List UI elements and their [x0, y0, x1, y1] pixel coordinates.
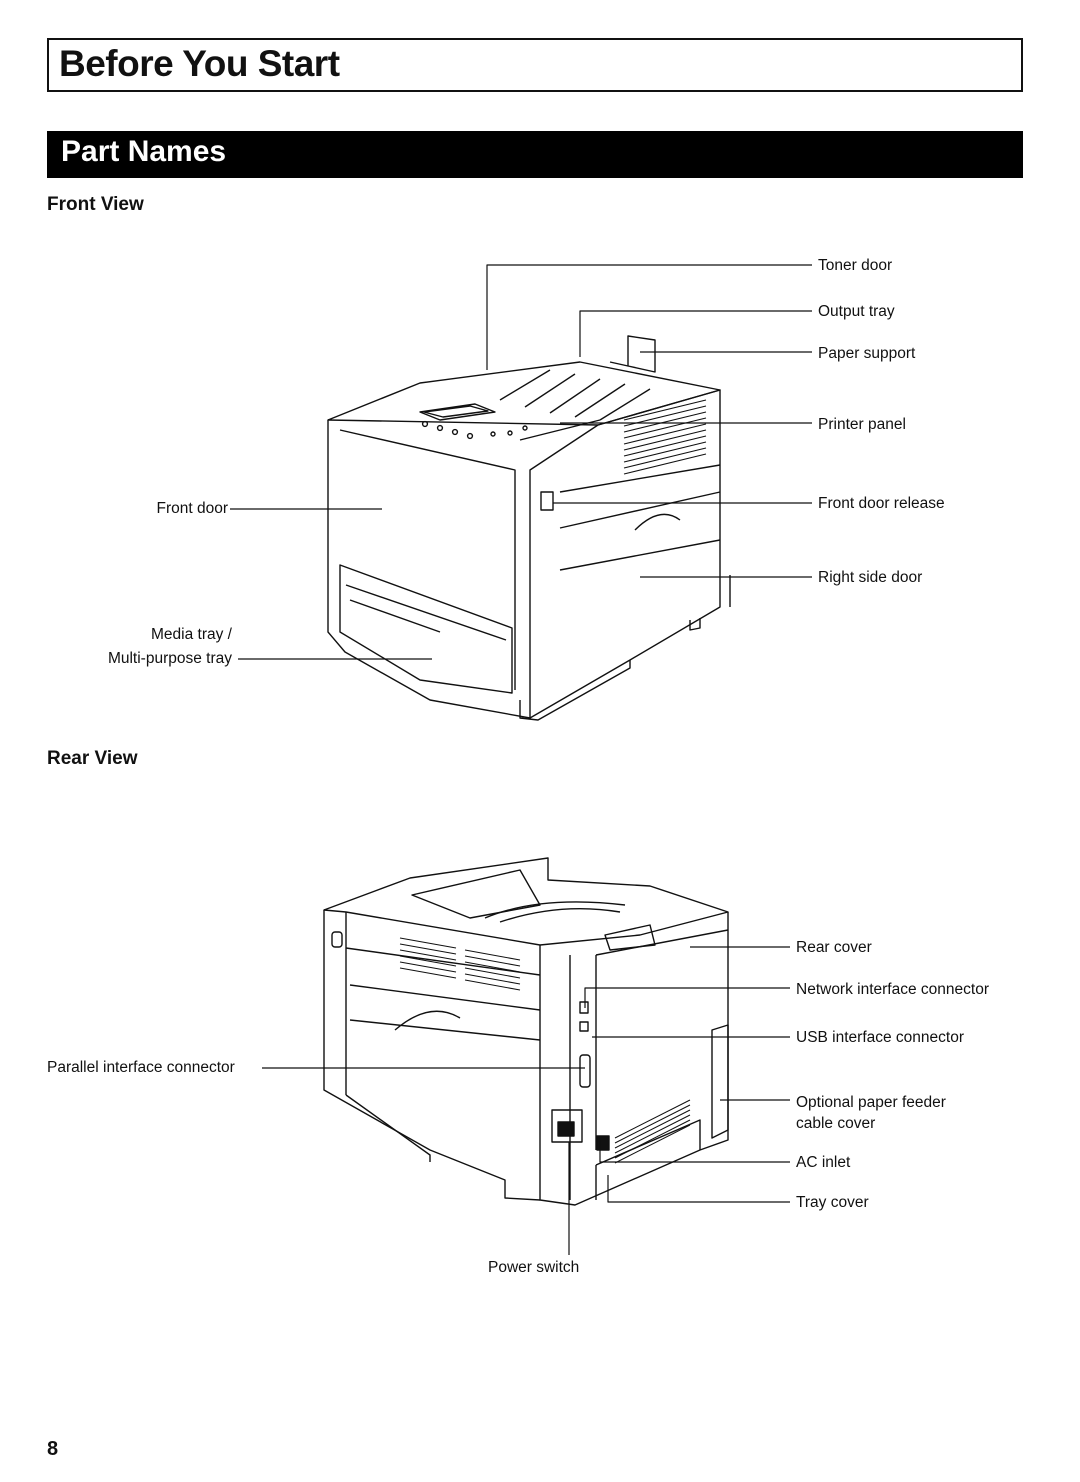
label-ac-inlet: AC inlet: [796, 1154, 851, 1171]
label-printer-panel: Printer panel: [818, 416, 906, 433]
page-title: Before You Start: [59, 43, 340, 84]
page-title-box: Before You Start: [47, 38, 1023, 92]
rear-printer-drawing: [323, 857, 729, 1206]
section-header: Part Names: [47, 131, 1023, 178]
front-printer-drawing: [327, 335, 731, 721]
label-power-switch: Power switch: [488, 1259, 580, 1276]
label-front-door-release: Front door release: [818, 495, 945, 512]
label-paper-support: Paper support: [818, 345, 916, 362]
label-optional-paper-feeder: Optional paper feeder: [796, 1094, 946, 1111]
front-leader-lines: [230, 264, 812, 660]
label-cable-cover: cable cover: [796, 1115, 876, 1132]
front-view-heading: Front View: [47, 194, 144, 215]
label-network-interface-connector: Network interface connector: [796, 981, 989, 998]
label-output-tray: Output tray: [818, 303, 895, 320]
section-title: Part Names: [61, 135, 227, 168]
label-front-door: Front door: [156, 500, 228, 517]
label-usb-interface-connector: USB interface connector: [796, 1029, 965, 1046]
label-rear-cover: Rear cover: [796, 939, 872, 956]
rear-view-heading: Rear View: [47, 748, 138, 769]
label-toner-door: Toner door: [818, 257, 893, 274]
label-media-tray: Media tray /: [151, 626, 232, 643]
label-tray-cover: Tray cover: [796, 1194, 869, 1211]
page-number: 8: [47, 1438, 59, 1460]
rear-leader-lines: [262, 946, 790, 1255]
label-right-side-door: Right side door: [818, 569, 923, 586]
label-parallel-interface-connector: Parallel interface connector: [47, 1059, 235, 1076]
label-multi-purpose-tray: Multi-purpose tray: [107, 650, 232, 667]
